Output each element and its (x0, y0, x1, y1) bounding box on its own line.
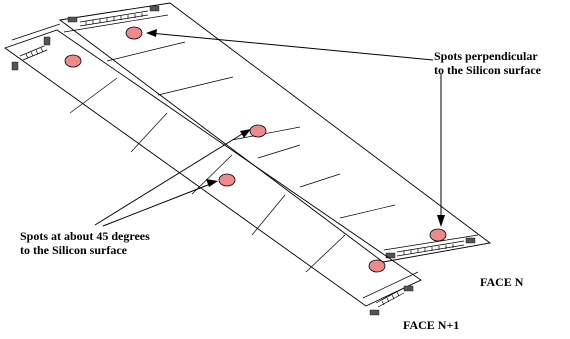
face-n-spot-bottom (429, 228, 447, 242)
face-n1-chip-ticks-bottom (375, 288, 405, 308)
annotation-arrows (94, 29, 445, 227)
label-face-n1: FACE N+1 (403, 318, 459, 332)
face-n1-top-edge (11, 23, 61, 41)
face-n1-spot-middle (218, 173, 236, 187)
face-n-division-1 (106, 41, 186, 62)
label-face-n: FACE N (480, 275, 524, 289)
face-n1-pad-1 (11, 61, 19, 71)
arrowhead-middle-spot-n (240, 129, 251, 138)
face-n1-pad-4 (403, 285, 414, 292)
face-n-pad-4 (465, 237, 476, 244)
face-n-top-end-line (63, 14, 169, 33)
label-perpendicular-line1: Spots perpendicular (434, 49, 538, 63)
arrowhead-bottom-spot (437, 215, 445, 227)
face-n-division-2 (157, 76, 234, 96)
face-n1-pad-2 (43, 36, 51, 46)
label-angled-line2: to the Silicon surface (20, 243, 128, 257)
label-angled-line1: Spots at about 45 degrees (20, 229, 150, 243)
face-n-strip (58, 2, 492, 263)
face-n-bottom-end-line (383, 234, 479, 251)
face-n1-division-1 (69, 77, 118, 114)
face-n1-division-4 (251, 194, 286, 236)
arrow-to-top-spot (149, 32, 434, 61)
face-n1-bottom-end-line (362, 271, 419, 299)
face-n-step-edge (231, 126, 301, 141)
face-n-chip-ticks-top (79, 10, 149, 27)
face-n1-division-2 (130, 112, 168, 153)
face-n1-spot-top (64, 54, 82, 68)
label-perpendicular-line2: to the Silicon surface (434, 63, 542, 77)
arrow-to-middle-spot-n1 (102, 182, 214, 227)
face-n1-strip (4, 23, 422, 316)
face-n-division-4 (299, 173, 341, 188)
face-n1-outline (4, 29, 422, 307)
arrow-to-middle-spot-n (94, 130, 248, 226)
face-n-division-3 (257, 144, 301, 159)
face-n-outline (58, 2, 492, 263)
face-n-division-5 (339, 204, 396, 219)
face-n-pad-2 (149, 5, 160, 12)
arrowhead-top-spot (146, 29, 157, 37)
face-n1-pad-3 (369, 309, 380, 316)
face-n-pad-1 (67, 16, 78, 23)
face-n1-spot-bottom (368, 259, 386, 273)
face-n1-division-3 (191, 154, 233, 195)
face-n-chip-ticks-bottom (396, 240, 465, 257)
face-n1-chip-ticks-top (19, 45, 48, 61)
face-n-spot-top (125, 26, 143, 40)
face-n-spot-middle (249, 124, 267, 138)
arrowhead-middle-spot-n1 (206, 179, 218, 187)
face-n1-division-5 (305, 234, 346, 273)
